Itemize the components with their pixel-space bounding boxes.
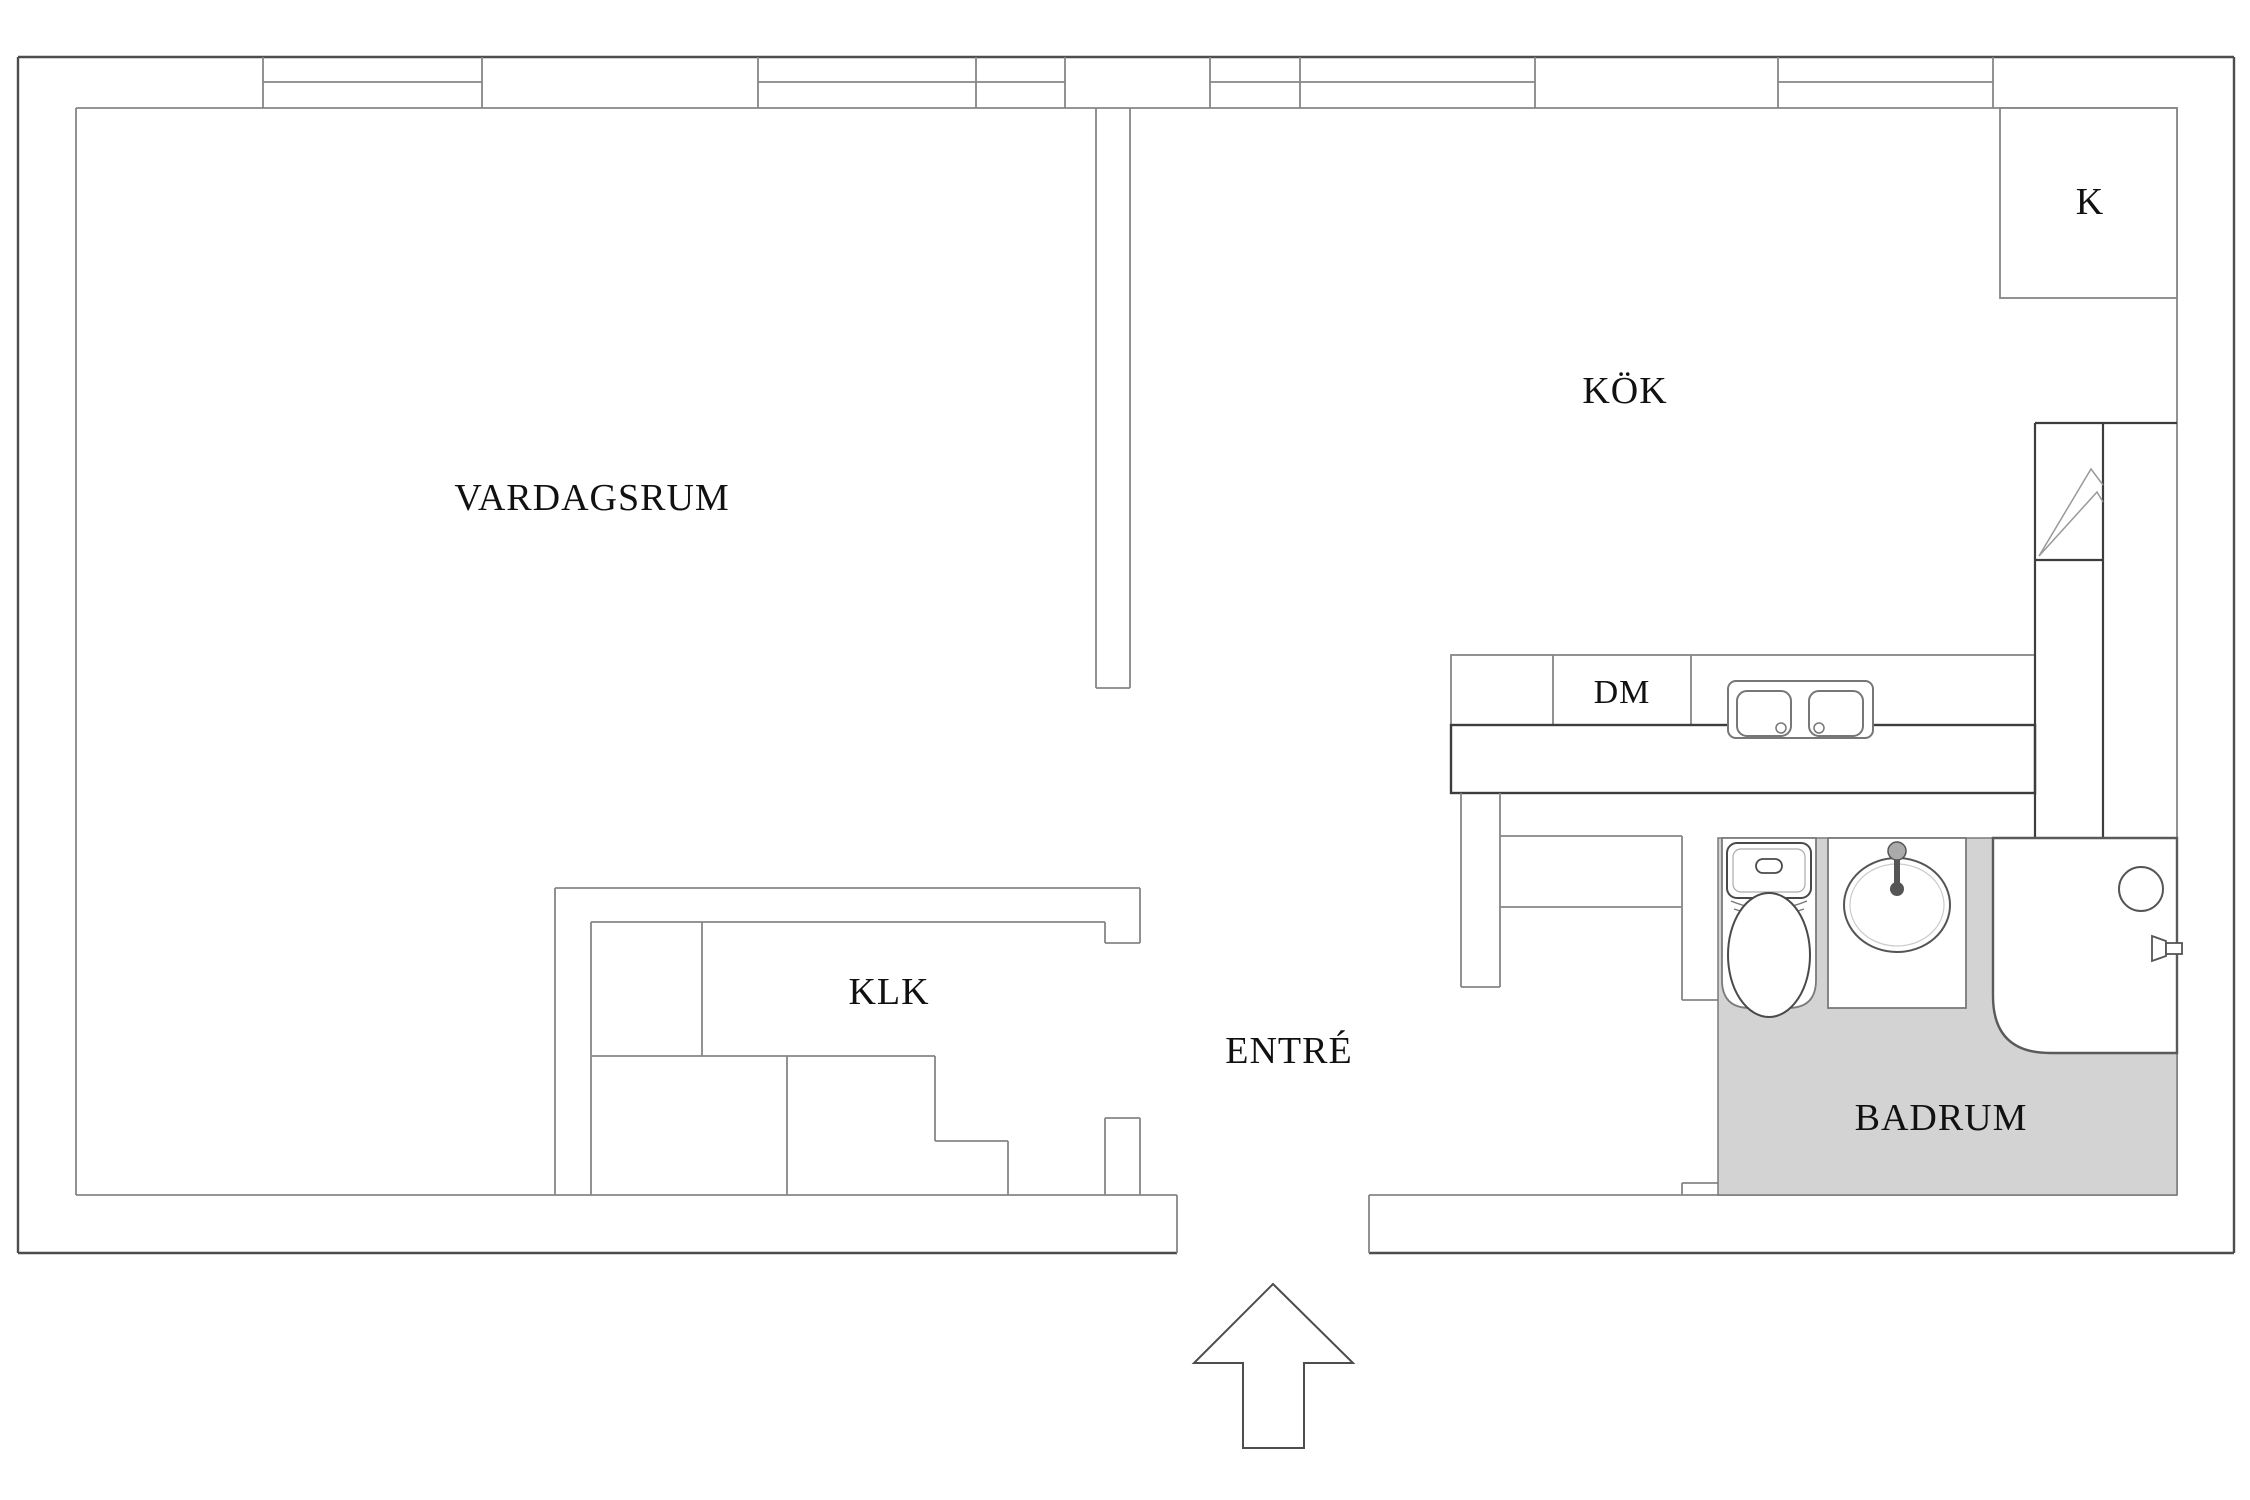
shower-mixer-icon (2151, 934, 2183, 963)
entrance-label: ENTRÉ (1225, 1030, 1352, 1072)
kitchen-sink-symbol (1727, 680, 1874, 739)
bathroom-label: BADRUM (1855, 1097, 2028, 1139)
closet-walls (554, 887, 1141, 1195)
fridge-box (1999, 107, 2178, 299)
entrance-arrow (1191, 1282, 1356, 1449)
dishwasher-label: DM (1594, 674, 1651, 711)
livingroom-kitchen-divider-wall (1095, 108, 1131, 689)
washbasin-icon (1843, 841, 1951, 953)
shower-head-icon (2118, 866, 2164, 912)
living-room-label: VARDAGSRUM (454, 477, 729, 519)
outer-wall-lines (16, 55, 2236, 1255)
kitchen-label: KÖK (1582, 370, 1667, 412)
fridge-label: K (2076, 181, 2104, 223)
closet-label: KLK (848, 971, 929, 1013)
folding-door-symbol (2038, 467, 2104, 557)
toilet-icon (1726, 842, 1812, 1018)
entrance-door-pier (1104, 1117, 1141, 1195)
kitchen-lower-walls (1460, 793, 1718, 1195)
bathroom (1717, 836, 2183, 1196)
kitchen-tall-cabinets (2033, 421, 2177, 838)
window-symbols (262, 57, 1994, 108)
